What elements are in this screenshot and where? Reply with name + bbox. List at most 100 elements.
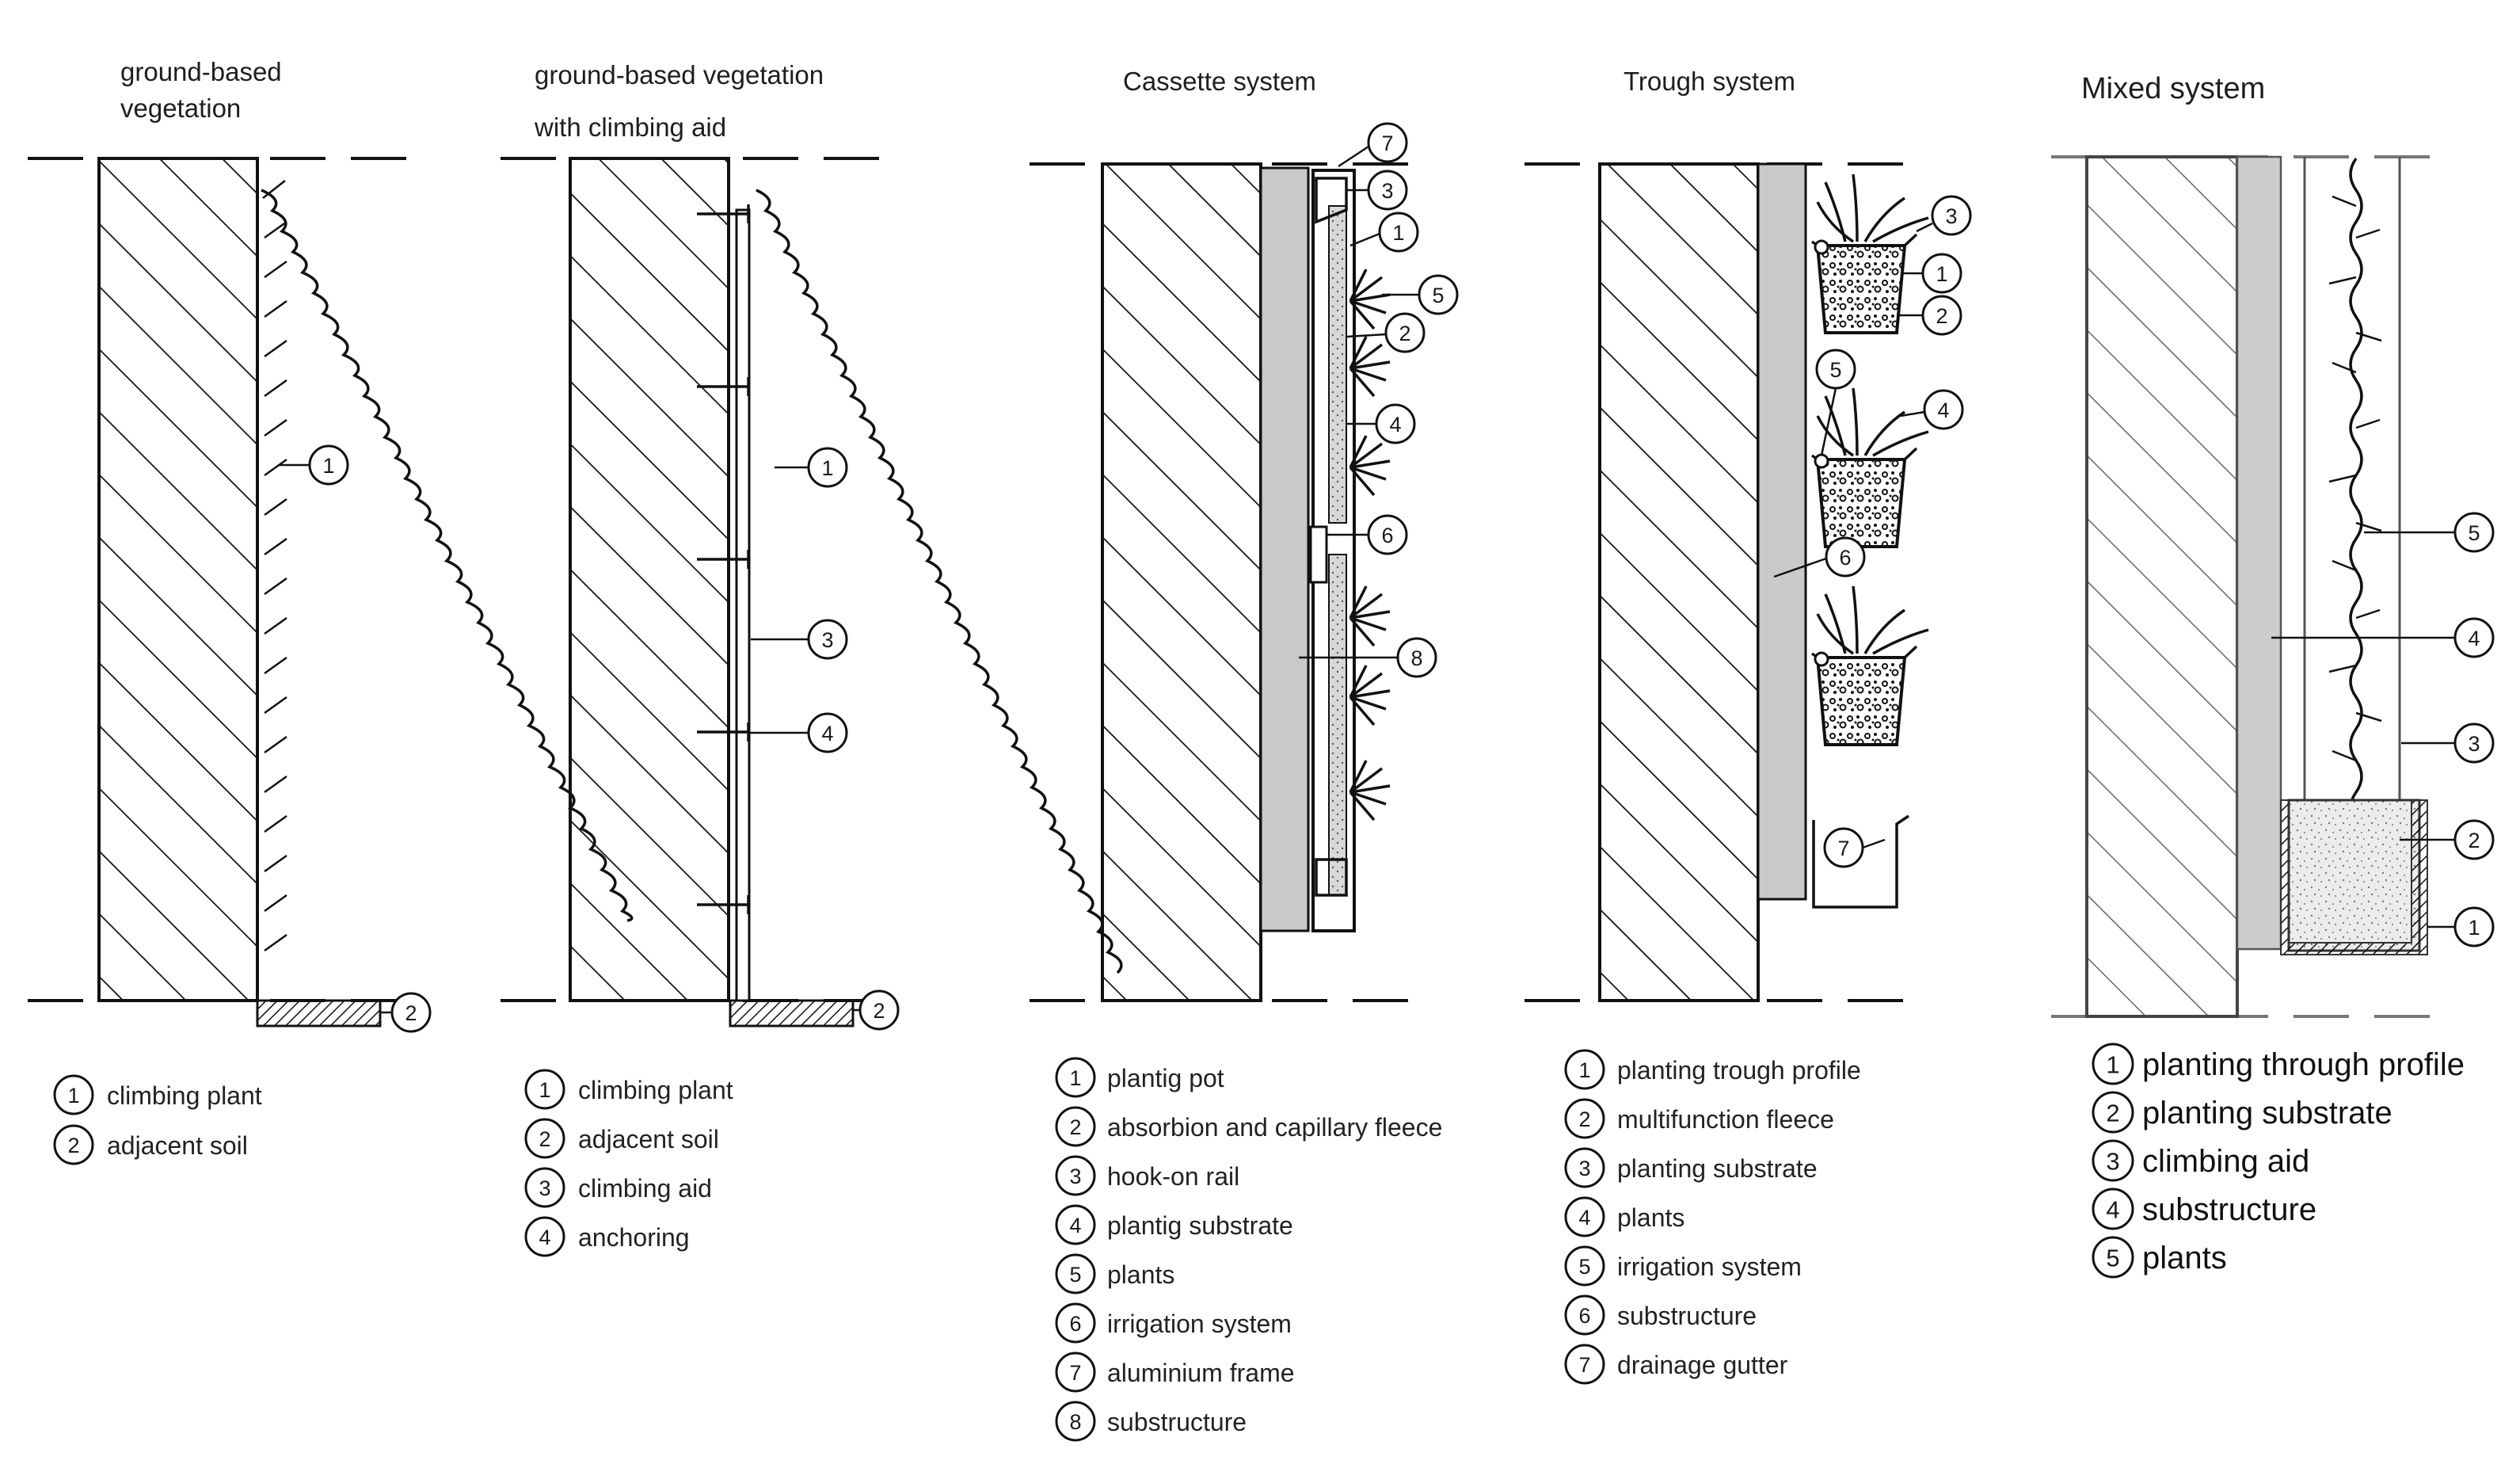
callout-1-marker — [1378, 212, 1419, 253]
legend-marker — [1055, 1253, 1096, 1294]
legend-marker — [2092, 1043, 2134, 1085]
callout-3-marker — [1367, 170, 1408, 211]
callout-1-marker — [807, 447, 848, 488]
callout-2-number: 2 — [405, 1001, 417, 1025]
legend-label: plants — [1107, 1260, 1174, 1289]
legend-marker — [1055, 1401, 1096, 1442]
legend-label: irrigation system — [1107, 1310, 1292, 1338]
legend-label: planting trough profile — [1617, 1056, 1861, 1085]
hook-on-rail-bottom — [1315, 858, 1348, 897]
callout-6-leader — [1773, 557, 1827, 578]
legend-label: climbing aid — [2142, 1144, 2309, 1179]
callout-3-number: 3 — [1945, 204, 1957, 228]
callout-2-number: 2 — [873, 999, 885, 1023]
planting-trough — [1810, 173, 1929, 334]
legend-item: 7 drainage gutter — [1564, 1344, 1788, 1385]
legend-item: 5 irrigation system — [1564, 1245, 1802, 1287]
legend-number: 2 — [1578, 1108, 1590, 1131]
hook-on-rail-top — [1315, 177, 1348, 224]
legend-marker — [1055, 1352, 1096, 1393]
callout-1-marker — [308, 444, 349, 486]
legend-marker — [1564, 1294, 1605, 1336]
legend-item: 2 adjacent soil — [53, 1124, 248, 1165]
climbing-plant-leaves — [262, 180, 287, 952]
panel-ground-based-vegetation: ground-based vegetation 1 2 1 climbing p… — [28, 57, 634, 1165]
legend-number: 7 — [1069, 1361, 1081, 1385]
legend-item: 2 multifunction fleece — [1564, 1098, 1834, 1139]
legend-number: 5 — [2106, 1245, 2119, 1272]
wall-section — [2085, 155, 2239, 1018]
legend-label: planting substrate — [2142, 1096, 2392, 1130]
legend-number: 4 — [1069, 1214, 1081, 1237]
legend-label: planting substrate — [1617, 1154, 1818, 1183]
planting-substrate — [2287, 799, 2421, 952]
callout-2-marker — [1921, 295, 1962, 336]
legend-label: planting through profile — [2142, 1047, 2465, 1082]
drainage-gutter — [1812, 814, 1909, 909]
callout-7-leader — [1862, 838, 1886, 849]
legend-marker — [1055, 1302, 1096, 1344]
callout-1-number: 1 — [1392, 221, 1404, 245]
callout-6-marker — [1367, 514, 1408, 555]
anchoring-brackets — [697, 204, 750, 914]
panel-2-title: ground-based vegetation with climbing ai… — [534, 60, 831, 142]
legend-marker — [1055, 1155, 1096, 1196]
legend-marker — [524, 1216, 565, 1257]
legend-label: climbing plant — [578, 1076, 733, 1104]
callout-4-marker — [1923, 389, 1964, 430]
legend-item: 7 aluminium frame — [1055, 1352, 1295, 1393]
callout-6-number: 6 — [1381, 524, 1393, 547]
callout-8-marker — [1396, 637, 1437, 678]
panel-1-title-line-1: ground-based — [120, 57, 282, 86]
legend-item: 4 plants — [1564, 1196, 1684, 1237]
callout-1-number: 1 — [322, 454, 334, 478]
callout-4-marker — [807, 712, 848, 753]
legend-marker — [53, 1124, 94, 1165]
legend-marker — [524, 1167, 565, 1208]
callout-5-leader — [1820, 387, 1837, 456]
callout-1-number: 1 — [1936, 262, 1947, 286]
legend-label: drainage gutter — [1617, 1351, 1788, 1379]
legend-marker — [2092, 1236, 2134, 1279]
callout-4-marker — [1375, 403, 1416, 444]
callout-1-leader — [1349, 232, 1380, 247]
legend-number: 2 — [2106, 1100, 2119, 1127]
panel-trough-system: Trough system 3 1 — [1525, 67, 1972, 1385]
legend-item: 4 anchoring — [524, 1216, 690, 1257]
legend-marker — [1564, 1147, 1605, 1188]
legend-label: absorbion and capillary fleece — [1107, 1113, 1442, 1142]
panel-mixed-system: Mixed system 5 4 3 2 1 1 planting throug… — [2051, 72, 2495, 1279]
legend-item: 3 climbing aid — [524, 1167, 712, 1208]
panel-4-legend: 1 planting trough profile 2 multifunctio… — [1564, 1049, 1861, 1385]
legend-label: adjacent soil — [578, 1125, 719, 1153]
planting-trough — [1810, 387, 1929, 548]
panel-cassette-system: Cassette system 7 3 1 5 2 — [1030, 67, 1459, 1442]
callout-1-number: 1 — [2468, 916, 2480, 940]
legend-number: 2 — [67, 1134, 79, 1157]
legend-number: 4 — [1578, 1206, 1590, 1230]
panel-2-title-line-1: ground-based vegetation — [535, 60, 824, 90]
panel-1-legend: 1 climbing plant 2 adjacent soil — [53, 1074, 262, 1165]
legend-marker — [1055, 1106, 1096, 1147]
legend-label: plantig substrate — [1107, 1211, 1293, 1240]
legend-number: 1 — [1578, 1058, 1590, 1082]
callout-2-leader — [1346, 333, 1387, 338]
legend-item: 2 absorbion and capillary fleece — [1055, 1106, 1442, 1147]
panel-5-title: Mixed system — [2081, 72, 2265, 105]
callout-3-marker — [1931, 195, 1972, 236]
legend-marker — [2092, 1139, 2134, 1182]
climbing-plant — [2349, 157, 2363, 825]
legend-marker — [1564, 1049, 1605, 1090]
climbing-aid — [735, 208, 751, 1002]
legend-marker — [53, 1074, 94, 1115]
legend-number: 1 — [1069, 1066, 1081, 1090]
callout-8-number: 8 — [1410, 646, 1422, 670]
legend-number: 3 — [1069, 1165, 1081, 1188]
panel-1-title-line-2: vegetation — [120, 93, 241, 123]
callout-4-number: 4 — [2468, 627, 2480, 650]
legend-label: irrigation system — [1617, 1252, 1802, 1281]
callout-3-number: 3 — [2468, 732, 2480, 756]
legend-marker — [1055, 1204, 1096, 1245]
planting-through-profile — [2280, 799, 2428, 955]
